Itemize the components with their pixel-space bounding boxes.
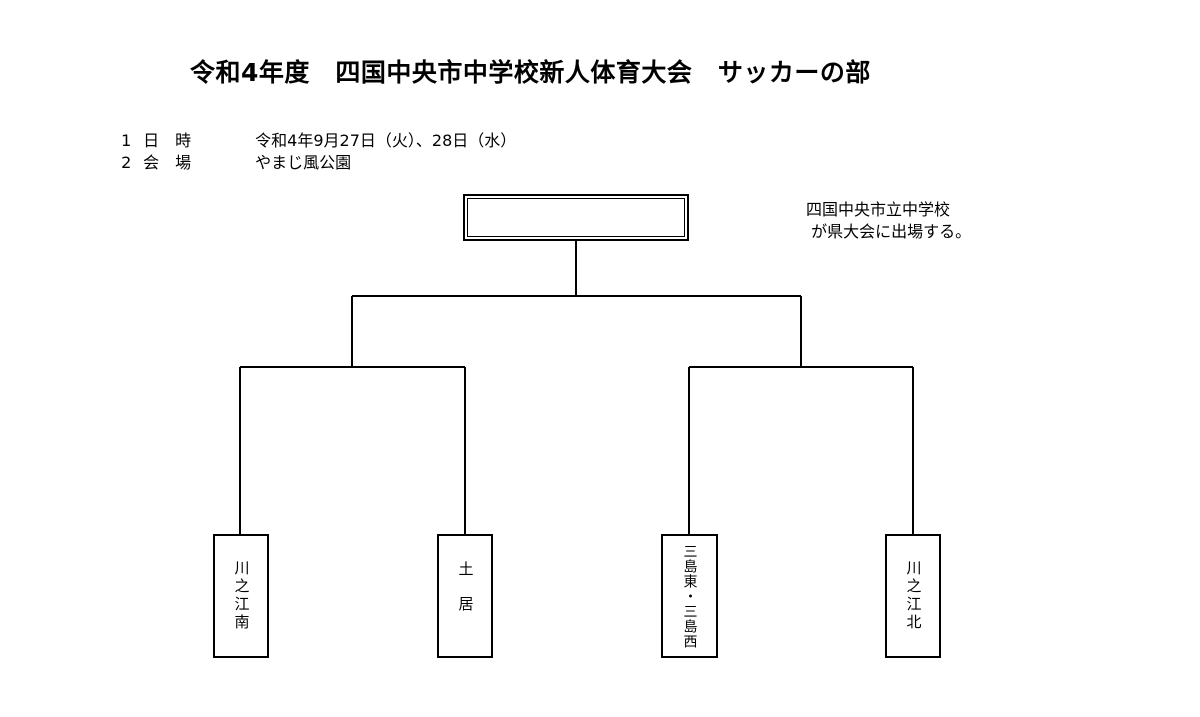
qualification-note: 四国中央市立中学校 が県大会に出場する。 bbox=[806, 199, 971, 243]
info-value: 令和4年9月27日（火）、28日（水） bbox=[255, 131, 517, 150]
note-line-1: 四国中央市立中学校 bbox=[806, 200, 951, 219]
team-box-mishima-higashi-nishi: 三島東・三島西 bbox=[661, 534, 718, 658]
note-line-2: が県大会に出場する。 bbox=[806, 222, 972, 241]
info-label: 会 場 bbox=[143, 153, 192, 172]
info-label: 日 時 bbox=[143, 131, 192, 150]
team-box-doi: 土居 bbox=[437, 534, 493, 658]
info-row-venue: 2 会 場 やまじ風公園 bbox=[111, 130, 351, 173]
team-name: 土居 bbox=[456, 561, 475, 631]
team-box-kawanoe-kita: 川之江北 bbox=[885, 534, 941, 658]
team-name: 川之江北 bbox=[904, 560, 923, 632]
team-box-kawanoe-minami: 川之江南 bbox=[213, 534, 269, 658]
info-row-date: 1 日 時 令和4年9月27日（火）、28日（水） bbox=[111, 108, 516, 151]
team-name: 三島東・三島西 bbox=[681, 543, 698, 649]
team-name: 川之江南 bbox=[232, 560, 251, 632]
page-title: 令和4年度 四国中央市中学校新人体育大会 サッカーの部 bbox=[190, 58, 871, 87]
winner-box bbox=[463, 194, 689, 241]
info-number: 1 bbox=[121, 131, 132, 150]
info-number: 2 bbox=[121, 153, 132, 172]
info-value: やまじ風公園 bbox=[255, 153, 352, 172]
